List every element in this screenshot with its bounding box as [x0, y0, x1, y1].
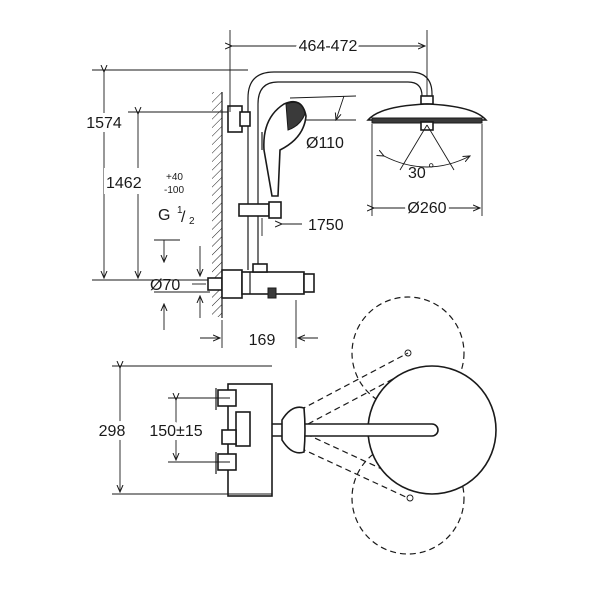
- total-height-label: 1574: [86, 115, 122, 132]
- hand-shower: [261, 100, 307, 197]
- thread-size-numerator: 1: [177, 205, 183, 216]
- flange-diameter-label: Ø70: [150, 277, 180, 294]
- head-shower: [366, 95, 488, 131]
- thread-size-label: G: [158, 207, 170, 224]
- head-diameter-label: Ø260: [407, 200, 446, 217]
- front-view: 464-472 1574 1462 +40 -100 G 1 / 2 Ø70 Ø…: [82, 30, 488, 349]
- svg-text:/: /: [181, 209, 186, 226]
- head-tilt-angle-label: 30: [408, 165, 426, 182]
- bar-height-label: 1462: [106, 175, 142, 192]
- thermostat-top-view: [215, 383, 273, 497]
- arm-width-label: 464-472: [299, 38, 358, 55]
- inlet-spacing-label: 150±15: [149, 423, 202, 440]
- head-position-upper-dashed: [351, 296, 465, 410]
- hand-shower-top-view: [281, 406, 306, 454]
- top-view: 298 150±15: [95, 296, 497, 555]
- head-tilt-angle-unit: °: [428, 161, 434, 178]
- bar-height-tolerance-minus: -100: [164, 185, 184, 196]
- spout-reach-label: 169: [249, 332, 276, 349]
- shower-arm-inner: [257, 81, 423, 270]
- hose-length-label: 1750: [308, 217, 344, 234]
- shower-arm-outer: [247, 71, 433, 270]
- depth-label: 298: [99, 423, 126, 440]
- bar-height-tolerance-plus: +40: [166, 172, 183, 183]
- tilt-angle-arc: [384, 156, 470, 168]
- thermostat-mixer: [207, 263, 315, 299]
- thread-size-denominator: 2: [189, 216, 195, 227]
- wall-hatch: [212, 92, 222, 317]
- slide-holder: [238, 203, 270, 217]
- hand-shower-diameter-label: Ø110: [306, 135, 344, 152]
